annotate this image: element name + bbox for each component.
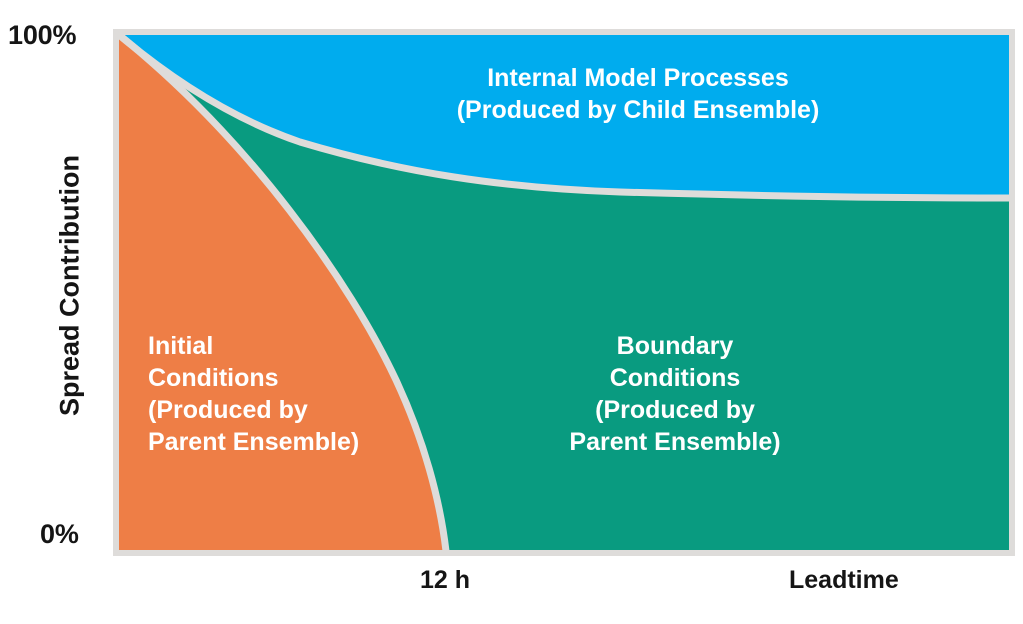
plot-border: [113, 29, 1015, 556]
x-axis-tick-12h: 12 h: [420, 566, 471, 594]
y-axis-title: Spread Contribution: [54, 155, 85, 416]
separator-initial-boundary: [118, 34, 450, 551]
area-initial-conditions: [118, 34, 446, 551]
y-axis-tick-100: 100%: [8, 20, 77, 50]
area-boundary-conditions: [118, 34, 1010, 551]
x-axis-title: Leadtime: [789, 566, 899, 594]
y-axis-tick-0: 0%: [40, 519, 79, 549]
area-internal-model-processes: [118, 34, 1010, 198]
separator-boundary-internal: [118, 34, 1010, 202]
